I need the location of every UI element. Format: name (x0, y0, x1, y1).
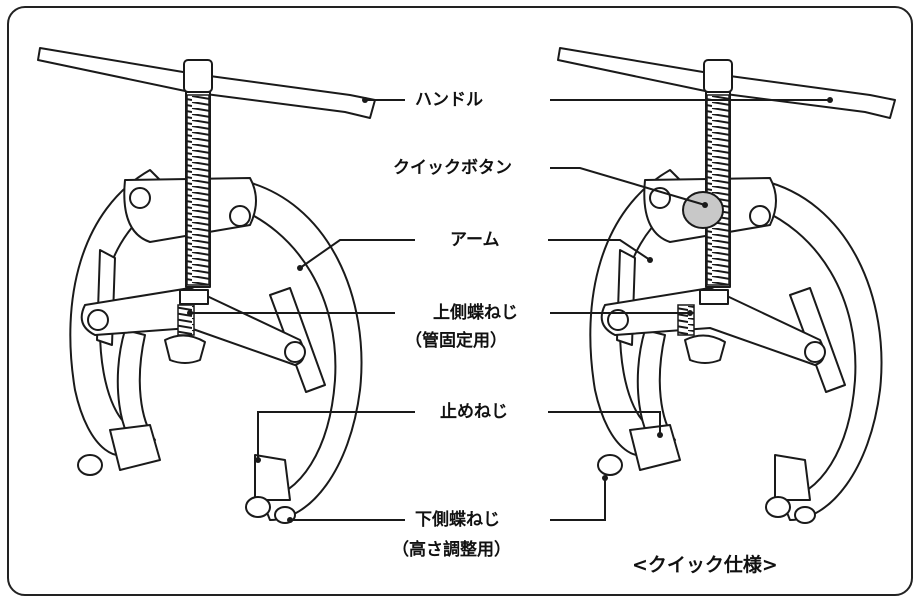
quick-button-leader (550, 167, 706, 206)
lower-wing-screw-label: 下側蝶ねじ (415, 510, 500, 530)
lower-wing-screw-note: （高さ調整用） (392, 540, 511, 560)
lower-wing-screw-leader-right (550, 478, 606, 521)
set-screw-leader-left (257, 411, 415, 460)
arm-leader-left (299, 239, 415, 269)
set-screw-leader-right (548, 411, 661, 435)
quick-spec-caption: <クイック仕様> (632, 554, 778, 576)
upper-wing-screw-label: 上側蝶ねじ (433, 303, 518, 323)
quick-button-part (682, 191, 724, 229)
arm-leader-right (548, 239, 651, 261)
handle-label: ハンドル (415, 90, 483, 110)
set-screw-label: 止めねじ (440, 402, 508, 422)
arm-label: アーム (450, 230, 500, 250)
standard-clamp-drawing (37, 47, 376, 524)
quick-clamp-drawing (557, 47, 896, 524)
upper-wing-screw-note: （管固定用） (405, 331, 507, 351)
quick-button-label: クイックボタン (393, 158, 512, 178)
